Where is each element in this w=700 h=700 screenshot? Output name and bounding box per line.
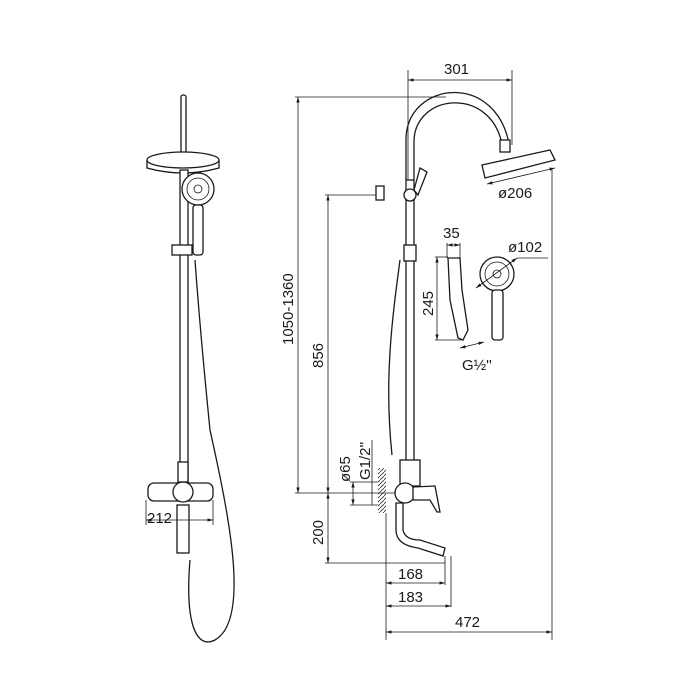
rain-shower-head-side — [481, 139, 556, 179]
dim-inlet-diameter: ø65 — [337, 456, 354, 482]
wall-hatch — [378, 468, 386, 513]
mixer-front — [147, 461, 214, 554]
dim-hand-shower-diameter: ø102 — [508, 239, 542, 256]
riser-pipe — [179, 169, 189, 496]
riser-pipe-side — [405, 179, 415, 481]
dim-spout-reach-183: 183 — [398, 589, 423, 606]
hand-shower-front — [181, 172, 215, 256]
side-view: 301 ø206 1050-1360 856 200 ø65 G1/2'' 16… — [280, 61, 556, 640]
dim-holder-height: 856 — [310, 343, 327, 368]
dim-head-diameter: ø206 — [498, 185, 532, 202]
dim-spout-height: 200 — [310, 520, 327, 545]
hand-shower-detail: 35 245 G½'' ø102 — [420, 225, 548, 374]
dim-spout-reach-168: 168 — [398, 566, 423, 583]
holder-side — [375, 167, 428, 262]
slider-bracket — [171, 244, 193, 256]
dim-total-height: 1050-1360 — [280, 273, 297, 345]
front-view: 212 — [145, 94, 235, 643]
dim-inlet-thread: G1/2'' — [357, 442, 374, 480]
shower-hose — [188, 259, 235, 643]
dim-overall-depth: 472 — [455, 614, 480, 631]
dim-mixer-width: 212 — [147, 510, 172, 527]
arm-pipe — [405, 91, 511, 180]
dim-head-reach: 301 — [444, 61, 469, 78]
dim-hand-shower-thread: G½'' — [462, 357, 492, 374]
hose-side — [388, 259, 401, 456]
dim-hand-shower-length: 245 — [420, 291, 437, 316]
mixer-side — [394, 459, 446, 557]
dim-hand-shower-width: 35 — [443, 225, 460, 242]
